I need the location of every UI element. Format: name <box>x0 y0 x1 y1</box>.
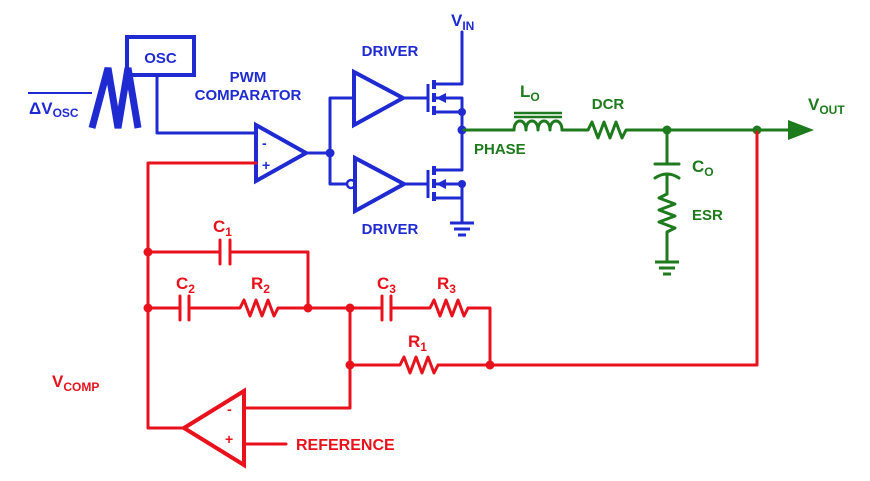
hs-body-arrow <box>436 93 446 103</box>
error-amp-minus-wire <box>242 306 352 410</box>
output-cap-top-plate <box>653 128 681 166</box>
c2-r2-branch <box>146 294 310 322</box>
ls-body-wire <box>432 182 464 200</box>
esr-label: ESR <box>692 207 723 224</box>
capacitor-c1 <box>146 238 310 310</box>
pwm-label-line2: COMPARATOR <box>195 87 302 104</box>
inductor-label: LO <box>520 82 540 104</box>
c1-label: C1 <box>213 217 232 239</box>
vin-label: VIN <box>451 11 474 33</box>
driver-top-label: DRIVER <box>362 43 419 60</box>
ramp-amplitude-label: ΔVOSC <box>29 99 79 120</box>
hs-source-node <box>458 108 466 116</box>
r1-label: R1 <box>408 332 427 354</box>
output-ground-icon <box>655 260 679 276</box>
output-cap-bottom-plate <box>653 172 681 196</box>
pwm-comparator-symbol <box>254 121 311 185</box>
switch-node <box>457 125 467 135</box>
low-side-mosfet <box>426 125 474 237</box>
hs-source-wire <box>432 110 464 132</box>
phase-label: PHASE <box>474 141 526 158</box>
sawtooth-ramp-icon <box>88 67 142 129</box>
high-side-driver <box>352 68 408 129</box>
vout-label: VOUT <box>808 95 845 117</box>
pwm-comparator-plus: + <box>262 157 270 173</box>
vout-arrow-icon <box>788 120 814 140</box>
comp-feedback-wire <box>146 161 258 430</box>
ls-source-node <box>458 180 466 188</box>
oscillator-label: OSC <box>144 50 177 67</box>
driver-bottom-label: DRIVER <box>362 221 419 238</box>
r2-label: R2 <box>251 274 270 296</box>
error-amp-minus: - <box>227 401 232 417</box>
c3-r3-branch <box>306 294 492 367</box>
low-side-driver <box>353 154 409 215</box>
ramp-amplitude: ΔVOSC <box>28 67 142 129</box>
oscillator-box <box>125 35 196 77</box>
hs-body-wire <box>432 96 464 114</box>
resistor-r1 <box>348 355 492 375</box>
ls-source-wire <box>432 196 464 224</box>
output-inductor <box>512 119 564 132</box>
high-driver-input-wire <box>328 96 356 155</box>
pwm-comparator-minus: - <box>262 135 267 151</box>
low-driver-input-wire <box>328 151 350 186</box>
oscillator-block: OSC <box>125 35 258 135</box>
ls-drain-wire <box>432 128 464 172</box>
compensation-network: C1 C2 R2 C3 R3 R1 - + REFERENCE VCOMP <box>52 130 759 469</box>
oscillator-to-comparator-wire <box>155 73 258 135</box>
dcr-label: DCR <box>592 96 625 113</box>
gate-drivers: DRIVER DRIVER <box>328 43 430 238</box>
dcr-resistor <box>560 120 669 140</box>
esr-resistor <box>657 192 677 264</box>
r3-label: R3 <box>437 274 456 296</box>
c2-label: C2 <box>176 274 195 296</box>
reference-label: REFERENCE <box>296 437 395 454</box>
power-ground-icon <box>450 221 474 237</box>
output-cap-label: CO <box>692 157 714 179</box>
vout-feedback-wire <box>488 130 759 367</box>
vcomp-label: VCOMP <box>52 372 99 394</box>
error-amp-plus: + <box>225 431 233 447</box>
error-amplifier <box>180 387 246 469</box>
ls-body-arrow <box>436 179 446 189</box>
pwm-label-line1: PWM <box>230 69 267 86</box>
hs-drain-wire <box>432 30 464 86</box>
output-filter: LO PHASE DCR VOUT CO ESR <box>462 82 845 276</box>
c3-label: C3 <box>377 274 396 296</box>
high-side-mosfet: VIN <box>426 11 474 132</box>
